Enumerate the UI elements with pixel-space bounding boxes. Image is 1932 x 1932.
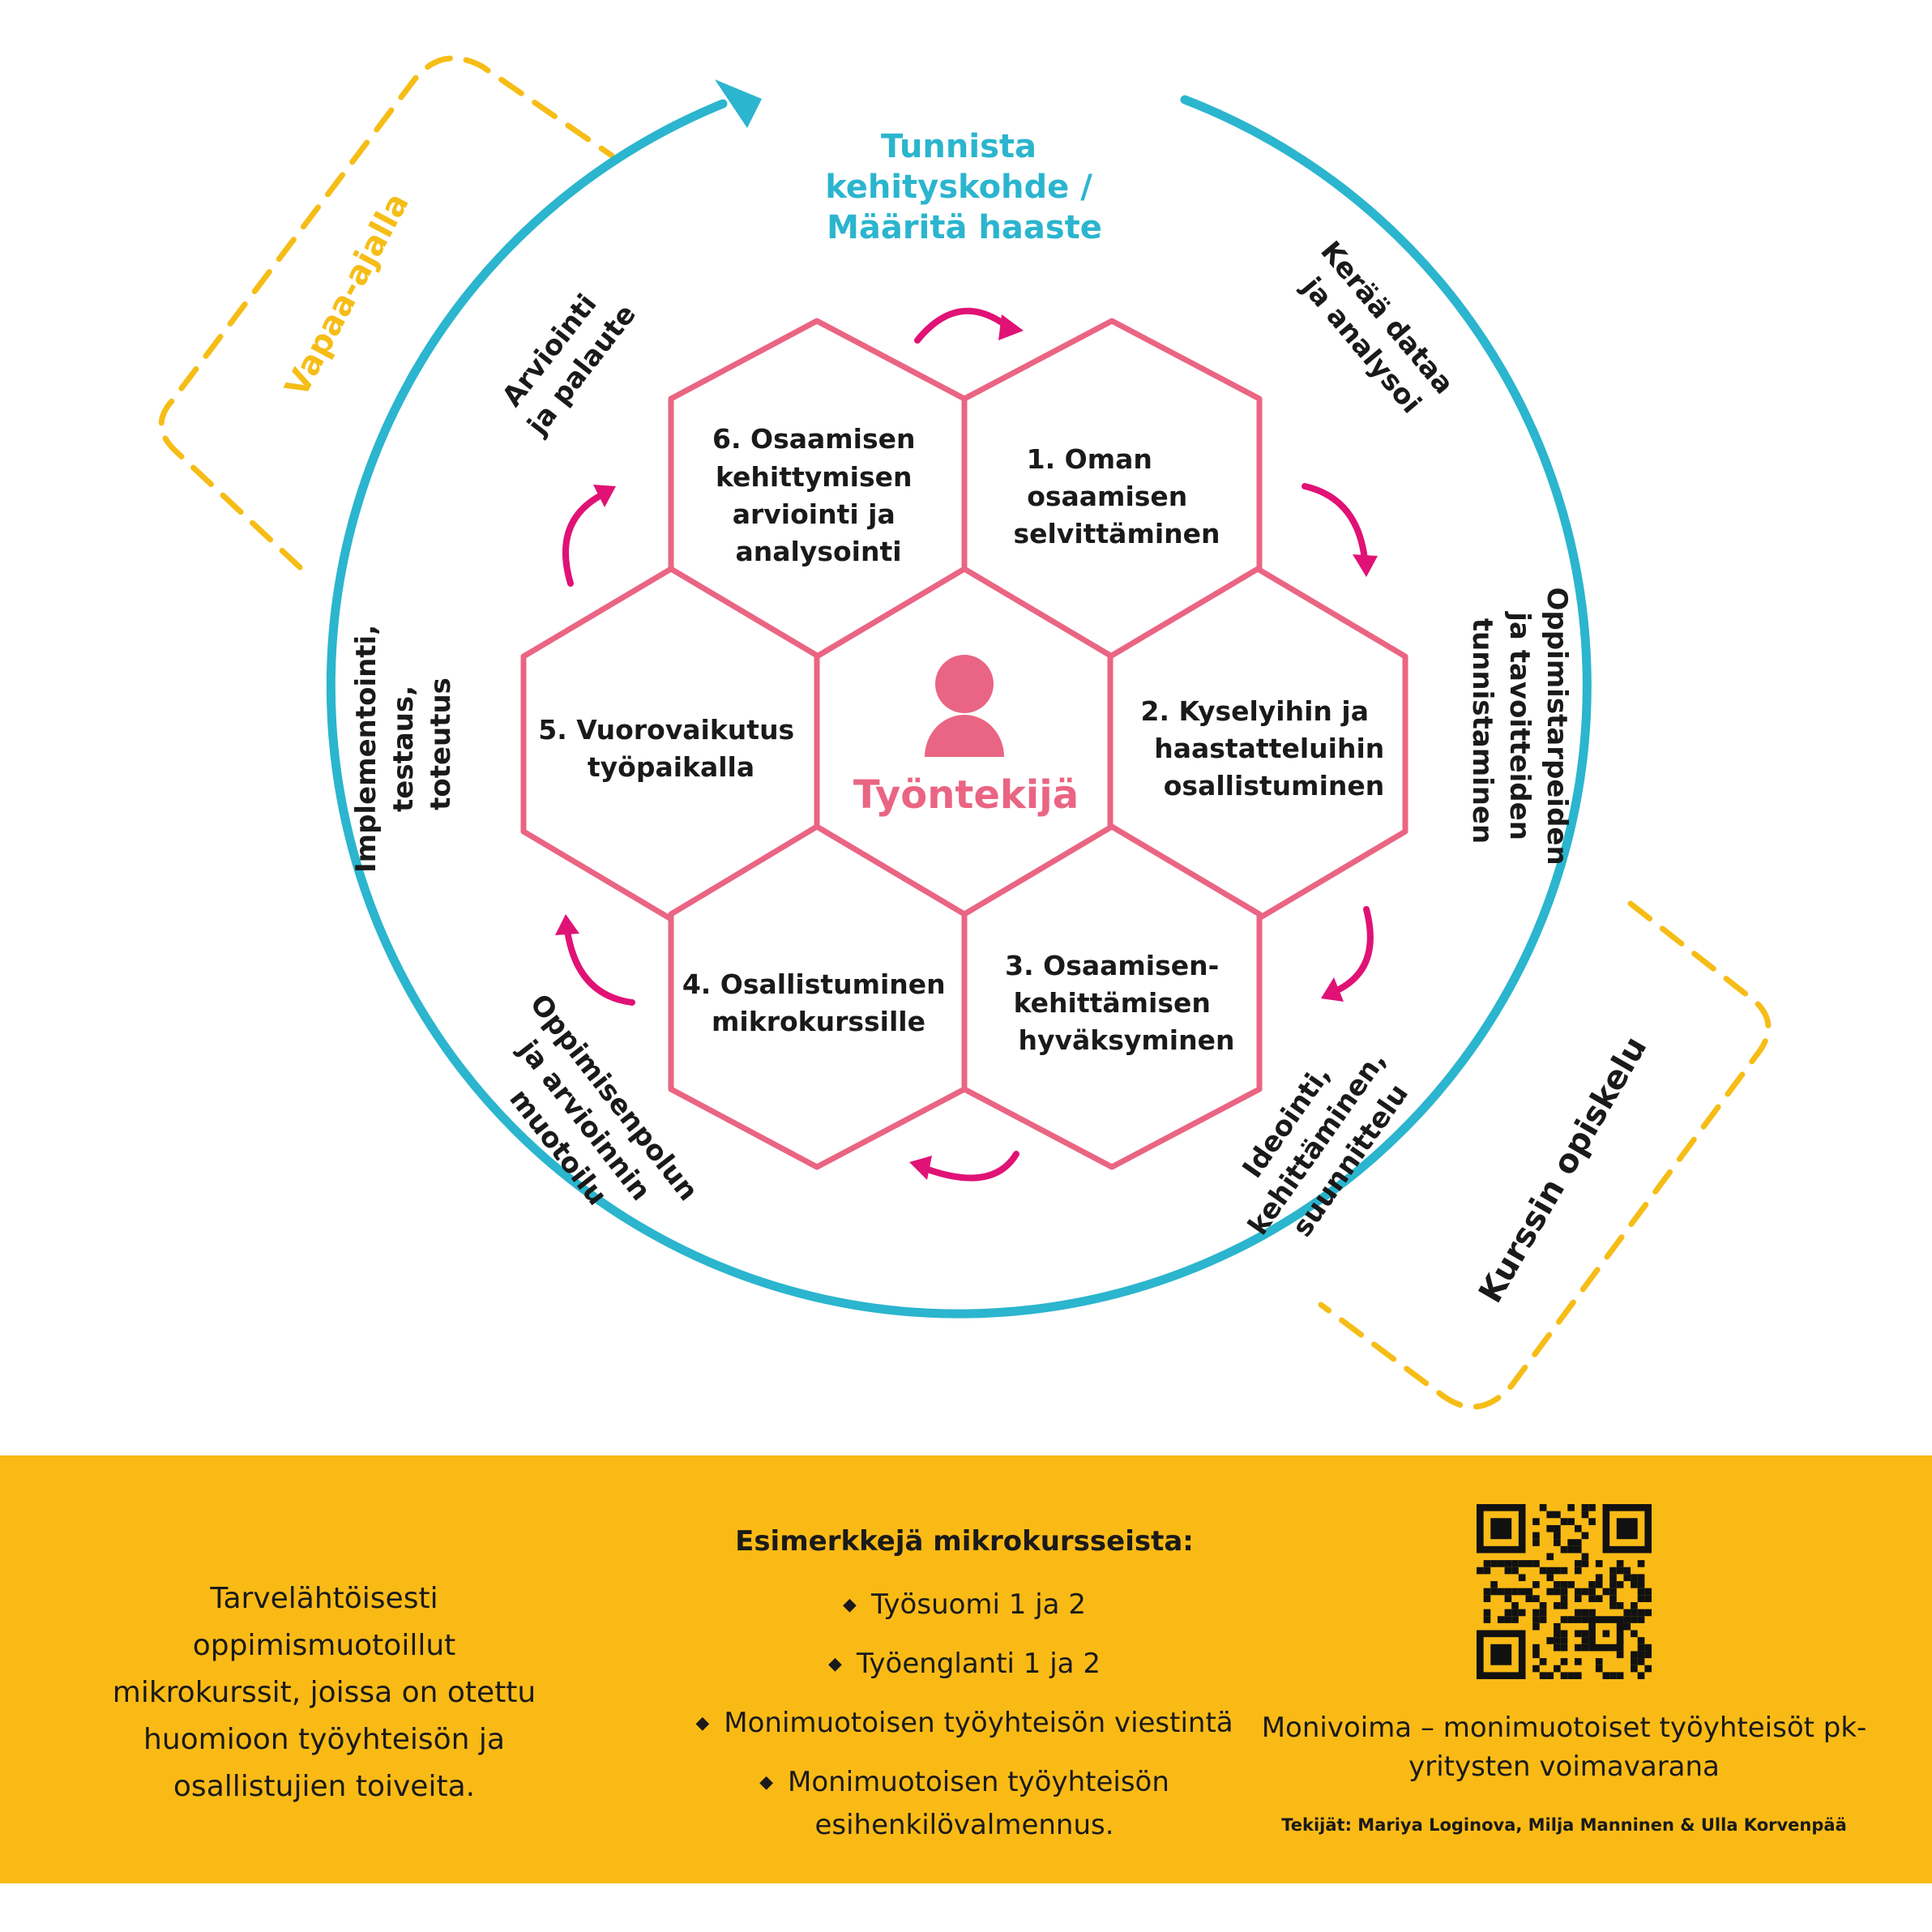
free-time-label: Vapaa-ajalla — [278, 187, 417, 403]
footer: Tarvelähtöisesti oppimismuotoillut mikro… — [0, 1455, 1932, 1883]
project-name: Monivoima – monimuotoiset työyhteisöt pk… — [1261, 1712, 1867, 1783]
step6-label: 6. Osaamisen kehittymisen arviointi ja a… — [712, 423, 925, 567]
diamond-bullet-icon: ◆ — [828, 1654, 842, 1674]
diamond-bullet-icon: ◆ — [695, 1713, 710, 1733]
implementation-label: Implementointi, testaus, toteutus — [350, 615, 457, 873]
arrowhead-2-to-3 — [1321, 977, 1344, 1002]
examples-title: Esimerkkejä mikrokursseista: — [735, 1525, 1194, 1558]
step1-label: 1. Oman osaamisen selvittäminen — [1013, 443, 1220, 549]
hexagon-step3 — [961, 823, 1263, 1170]
cycle-arrowhead — [715, 79, 762, 128]
arrow-1-to-2 — [1302, 483, 1368, 562]
arrowhead-4-to-5 — [555, 914, 579, 935]
arrowhead-5-to-6 — [593, 485, 616, 507]
qr-code-icon[interactable] — [1477, 1504, 1652, 1679]
list-item: ◆Työenglanti 1 ja 2 — [828, 1648, 1101, 1680]
identify-needs-label: Oppimistarpeiden ja tavoitteiden tunnist… — [1466, 587, 1573, 874]
arrow-2-to-3 — [1334, 906, 1374, 994]
course-study-dashed-loop — [1318, 900, 1772, 1410]
list-item: ◆Työsuomi 1 ja 2 — [843, 1588, 1086, 1621]
arrowhead-1-to-2 — [1353, 554, 1378, 577]
project-section: Monivoima – monimuotoiset työyhteisöt pk… — [1256, 1504, 1872, 1835]
center-label: Työntekijä — [853, 772, 1079, 818]
diamond-bullet-icon: ◆ — [759, 1772, 774, 1793]
arrow-5-to-6 — [562, 493, 603, 587]
list-item: ◆Monimuotoisen työyhteisön esihenkilöval… — [759, 1766, 1169, 1841]
arrow-6-to-1 — [914, 307, 1010, 344]
step5-label: 5. Vuorovaikutus työpaikalla — [538, 714, 803, 783]
step4-label: 4. Osallistuminen mikrokurssille — [682, 968, 955, 1037]
step2-label: 2. Kyselyihin ja haastatteluihin osallis… — [1141, 695, 1394, 801]
authors: Tekijät: Mariya Loginova, Milja Manninen… — [1281, 1815, 1847, 1835]
person-icon — [925, 655, 1004, 757]
diamond-bullet-icon: ◆ — [843, 1595, 857, 1615]
cycle-title: Tunnista kehityskohde / Määritä haaste — [825, 128, 1104, 246]
examples-section: Esimerkkejä mikrokursseista: ◆Työsuomi 1… — [648, 1525, 1280, 1861]
cycle-ring — [326, 95, 1592, 1319]
free-time-dashed-loop — [158, 55, 615, 571]
arrowhead-6-to-1 — [998, 314, 1024, 340]
arrowhead-3-to-4 — [909, 1156, 932, 1180]
footer-description: Tarvelähtöisesti oppimismuotoillut mikro… — [112, 1582, 536, 1803]
step3-label: 3. Osaamisen- kehittämisen hyväksyminen — [1005, 950, 1234, 1056]
arrow-4-to-5 — [564, 927, 635, 1006]
collect-data-label: Kerää dataa ja analysoi — [1285, 235, 1466, 432]
evaluation-label: Arviointi ja palaute — [491, 276, 643, 442]
arrow-3-to-4 — [922, 1151, 1019, 1182]
course-study-label: Kurssin opiskelu — [1472, 1030, 1654, 1309]
examples-list: ◆Työsuomi 1 ja 2 ◆Työenglanti 1 ja 2 ◆Mo… — [648, 1585, 1280, 1844]
list-item: ◆Monimuotoisen työyhteisön viestintä — [695, 1707, 1233, 1739]
